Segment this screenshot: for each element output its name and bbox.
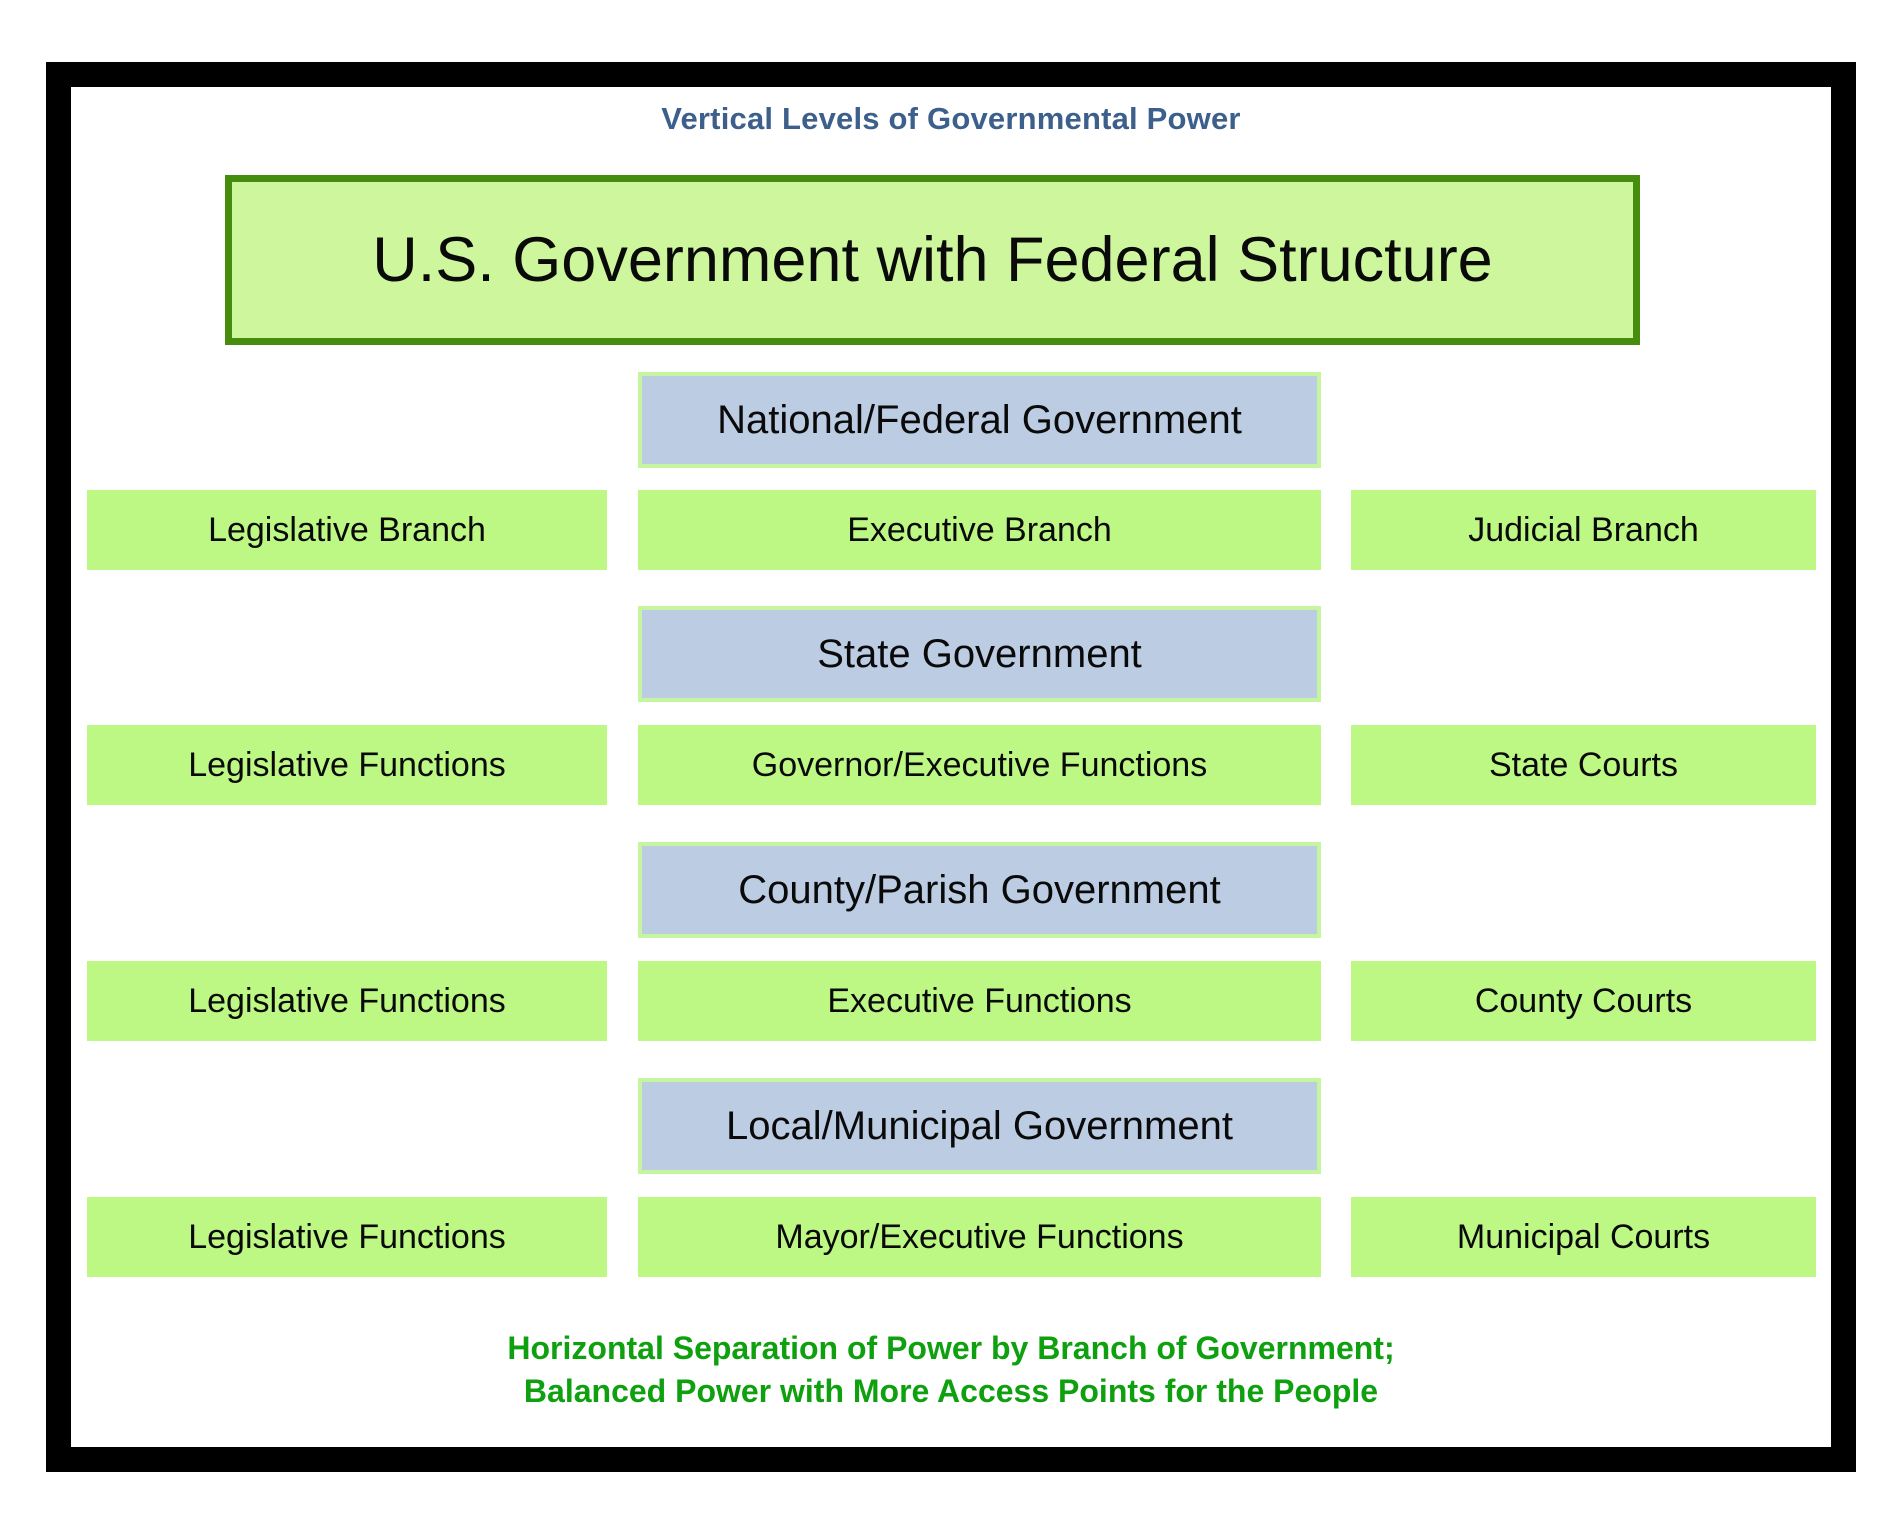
branch-local-executive: Mayor/Executive Functions bbox=[638, 1197, 1321, 1277]
branch-national-legislative: Legislative Branch bbox=[87, 490, 607, 570]
vertical-levels-caption: Vertical Levels of Governmental Power bbox=[661, 101, 1241, 136]
level-bar-county: County/Parish Government bbox=[638, 842, 1321, 938]
level-bar-national: National/Federal Government bbox=[638, 372, 1321, 468]
branch-national-executive: Executive Branch bbox=[638, 490, 1321, 570]
branch-county-judicial: County Courts bbox=[1351, 961, 1816, 1041]
bottom-caption-line-1: Horizontal Separation of Power by Branch… bbox=[507, 1330, 1395, 1366]
branch-local-legislative: Legislative Functions bbox=[87, 1197, 607, 1277]
branch-county-legislative: Legislative Functions bbox=[87, 961, 607, 1041]
main-title-box: U.S. Government with Federal Structure bbox=[225, 175, 1640, 345]
level-bar-state: State Government bbox=[638, 606, 1321, 702]
page-title: U.S. Government with Federal Structure bbox=[372, 224, 1493, 295]
branch-state-legislative: Legislative Functions bbox=[87, 725, 607, 805]
branch-state-judicial: State Courts bbox=[1351, 725, 1816, 805]
branch-state-executive: Governor/Executive Functions bbox=[638, 725, 1321, 805]
level-bar-local: Local/Municipal Government bbox=[638, 1078, 1321, 1174]
diagram-stage: Vertical Levels of Governmental Power U.… bbox=[71, 87, 1831, 1447]
branch-national-judicial: Judicial Branch bbox=[1351, 490, 1816, 570]
branch-local-judicial: Municipal Courts bbox=[1351, 1197, 1816, 1277]
horizontal-separation-caption: Horizontal Separation of Power by Branch… bbox=[71, 1327, 1831, 1413]
bottom-caption-line-2: Balanced Power with More Access Points f… bbox=[523, 1373, 1379, 1410]
branch-county-executive: Executive Functions bbox=[638, 961, 1321, 1041]
